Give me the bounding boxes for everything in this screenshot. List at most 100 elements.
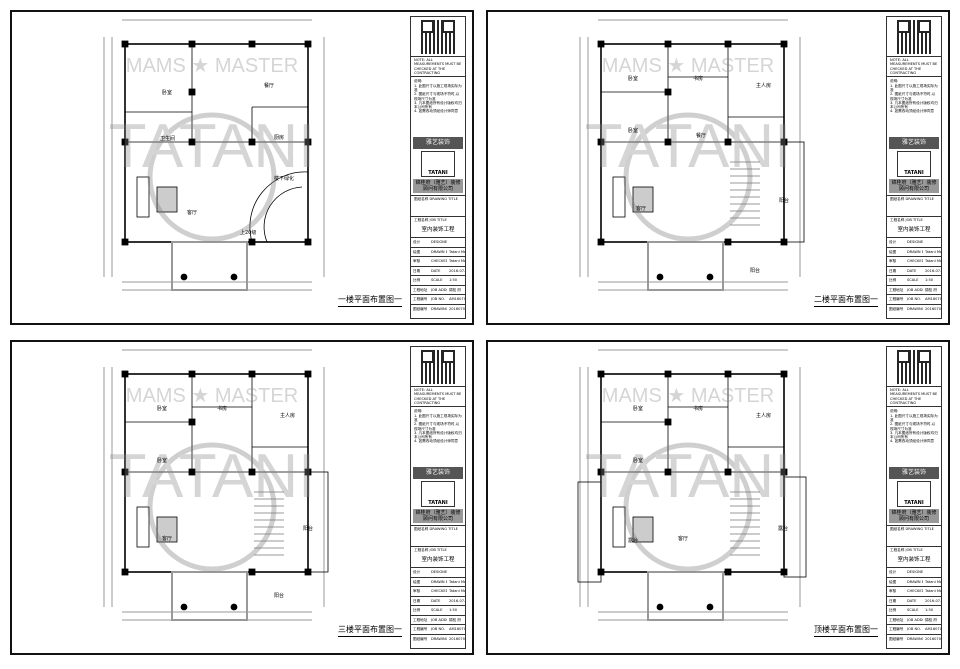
notes-heading: 说明:	[890, 409, 899, 414]
row-label-en: DESIGNED BY	[907, 240, 923, 245]
watermark-text: TATANI	[585, 442, 792, 511]
row-label: 绘图	[413, 579, 421, 584]
note-item: 4. 如需改动须经设计师同意	[414, 439, 459, 444]
title-block-row: 设计DESIGNED BY	[887, 567, 941, 577]
room-label: 阳台	[750, 267, 760, 274]
column	[597, 238, 605, 246]
column	[188, 370, 196, 378]
column	[188, 88, 196, 96]
sheet-title: 顶楼平面布置图一	[814, 624, 878, 637]
column	[304, 138, 312, 146]
room-label: 卧室	[157, 405, 167, 412]
notes-heading: 说明:	[414, 409, 423, 414]
row-label-en: JOB ADDRESS	[907, 287, 923, 292]
column	[780, 238, 788, 246]
column	[664, 138, 672, 146]
row-value: AM16070801	[449, 297, 465, 302]
job-title-label: 工程名称 JOB TITLE	[887, 216, 941, 223]
row-label-en: DRAWING NO.	[431, 636, 447, 641]
row-value: Tatani Moore	[449, 249, 465, 254]
column	[597, 568, 605, 576]
row-label-en: DRAWN BY	[431, 249, 447, 254]
room-label: 阳台	[779, 197, 789, 204]
note-item: 2. 图纸尺寸与现场不符时,以现场尺寸为准	[414, 422, 460, 431]
column	[188, 40, 196, 48]
row-label: 审核	[889, 259, 897, 264]
column	[248, 238, 256, 246]
column	[248, 468, 256, 476]
row-label: 比例	[889, 608, 897, 613]
room-label: 客厅	[187, 209, 197, 216]
row-label-en: SCALE	[431, 608, 443, 613]
row-label-en: DATE	[431, 268, 441, 273]
row-label: 日期	[413, 598, 421, 603]
row-label: 绘图	[889, 249, 897, 254]
room-label: 书房	[217, 405, 227, 412]
column	[664, 418, 672, 426]
sheet-title: 二楼平面布置图一	[814, 294, 878, 307]
note-item: 2. 图纸尺寸与现场不符时,以现场尺寸为准	[414, 92, 460, 101]
row-label: 工程地址	[413, 287, 428, 292]
row-label: 工程地址	[889, 287, 904, 292]
row-value: Tatani Moore	[925, 259, 941, 264]
row-label-en: JOB NO.	[431, 627, 446, 632]
drawing-title-label: 图纸名称 DRAWING TITLE	[411, 195, 465, 216]
room-label: 餐厅	[696, 132, 706, 139]
floor-plan	[103, 19, 325, 291]
watermark-arc-text: MAMS ★ MASTER	[602, 55, 774, 77]
column	[304, 40, 312, 48]
row-value: 1:50	[449, 278, 458, 283]
company-logo: TATANI	[421, 151, 455, 178]
note-item: 1. 此图尺寸以施工现场实际为准	[414, 413, 462, 422]
row-value: 2016-07-08	[449, 598, 465, 603]
watermark-text: TATANI	[109, 442, 316, 511]
watermark-text: TATANI	[109, 112, 316, 181]
qr-code-icon	[897, 20, 931, 54]
column	[780, 370, 788, 378]
row-label: 图纸编号	[889, 636, 904, 641]
row-value: AM16070801	[925, 297, 941, 302]
row-value: 2016070801	[449, 306, 465, 311]
room-label: 客厅	[678, 535, 688, 542]
row-label-en: DESIGNED BY	[431, 570, 447, 575]
row-label: 比例	[889, 278, 897, 283]
column	[664, 40, 672, 48]
column	[248, 370, 256, 378]
room-label: 露台	[628, 537, 638, 544]
room-label: 客厅	[162, 535, 172, 542]
sheet-title: 三楼平面布置图一	[338, 624, 402, 637]
room-label: 卧室	[162, 89, 172, 96]
row-label: 审核	[413, 589, 421, 594]
column	[121, 568, 129, 576]
sheet-title: 一楼平面布置图一	[338, 294, 402, 307]
row-label-en: CHECKED BY	[907, 589, 923, 594]
column	[724, 238, 732, 246]
row-value: AM16070801	[925, 627, 941, 632]
room-label: 阳台	[303, 525, 313, 532]
row-value: Tatani Moore	[449, 579, 465, 584]
company-logo: TATANI	[421, 481, 455, 508]
row-label-en: SCALE	[431, 278, 443, 283]
title-block: NOTE: ALL MEASUREMENTS MUST BE CHECKED A…	[886, 346, 942, 649]
job-title-label: 工程名称 JOB TITLE	[411, 546, 465, 553]
row-label: 日期	[889, 598, 897, 603]
row-label: 设计	[889, 570, 897, 575]
row-label-en: DRAWN BY	[907, 579, 923, 584]
row-value: 2016-07-08	[925, 598, 941, 603]
room-label: 书房	[693, 75, 703, 82]
column	[597, 138, 605, 146]
column	[188, 138, 196, 146]
